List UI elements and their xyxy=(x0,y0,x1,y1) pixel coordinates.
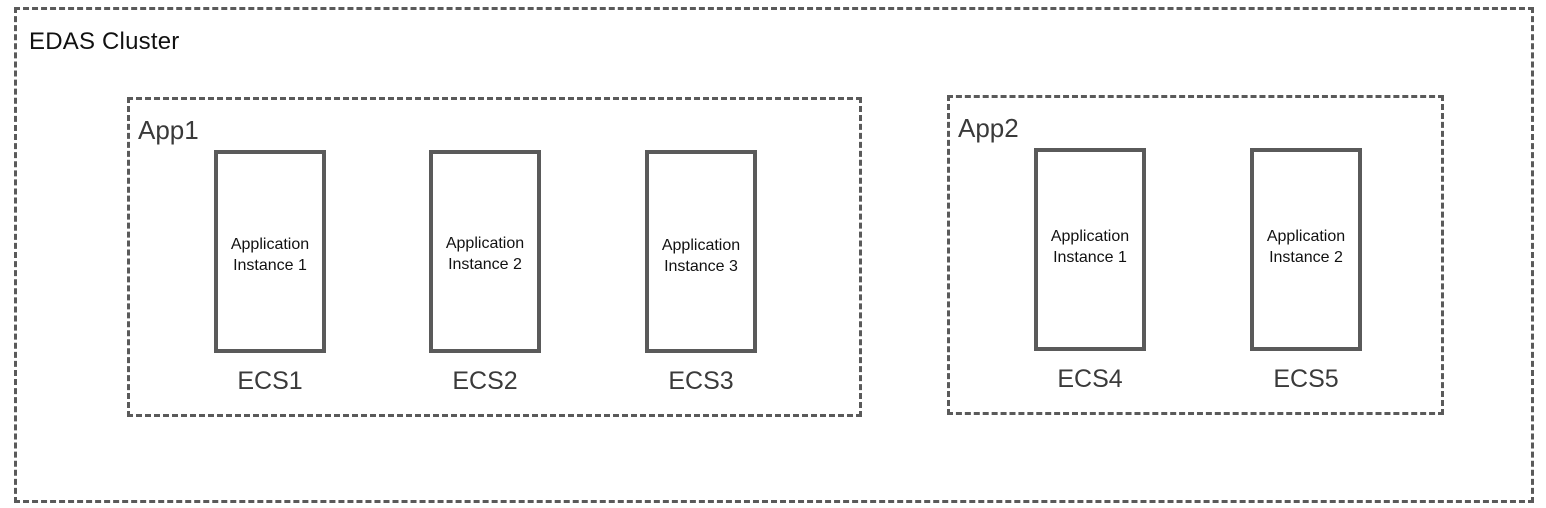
instance-label-line2: Instance 1 xyxy=(1053,249,1127,266)
instance-label-line2: Instance 1 xyxy=(233,257,307,274)
ecs2-label: ECS2 xyxy=(452,367,518,395)
ecs4-node: Application Instance 1 ECS4 xyxy=(1034,148,1146,394)
app2-title: App2 xyxy=(958,113,1019,143)
ecs1-label: ECS1 xyxy=(237,367,303,395)
cluster-title: EDAS Cluster xyxy=(29,28,180,55)
instance-label-line2: Instance 2 xyxy=(448,256,522,273)
app1-title: App1 xyxy=(138,115,199,145)
ecs3-node: Application Instance 3 ECS3 xyxy=(645,150,757,396)
instance-label: Application Instance 2 xyxy=(433,233,537,275)
instance-label: Application Instance 3 xyxy=(649,235,753,277)
instance-label-line1: Application xyxy=(661,237,741,254)
application-instance-box: Application Instance 1 xyxy=(214,150,326,353)
instance-label: Application Instance 1 xyxy=(218,234,322,276)
application-instance-box: Application Instance 2 xyxy=(1250,148,1362,351)
instance-label-line1: Application xyxy=(445,235,525,252)
app2-group: App2 xyxy=(947,95,1444,415)
instance-label: Application Instance 2 xyxy=(1254,226,1358,268)
instance-label-line1: Application xyxy=(1266,228,1346,245)
instance-label-line1: Application xyxy=(230,236,310,253)
application-instance-box: Application Instance 1 xyxy=(1034,148,1146,351)
instance-label-line1: Application xyxy=(1050,228,1130,245)
ecs3-label: ECS3 xyxy=(668,367,734,395)
instance-label-line2: Instance 3 xyxy=(664,258,738,275)
app1-group: App1 xyxy=(127,97,862,417)
application-instance-box: Application Instance 3 xyxy=(645,150,757,353)
edas-cluster-boundary: EDAS Cluster xyxy=(14,7,1534,503)
ecs4-label: ECS4 xyxy=(1057,365,1123,393)
ecs1-node: Application Instance 1 ECS1 xyxy=(214,150,326,396)
ecs2-node: Application Instance 2 ECS2 xyxy=(429,150,541,396)
instance-label: Application Instance 1 xyxy=(1038,226,1142,268)
ecs5-node: Application Instance 2 ECS5 xyxy=(1250,148,1362,394)
ecs5-label: ECS5 xyxy=(1273,365,1339,393)
instance-label-line2: Instance 2 xyxy=(1269,249,1343,266)
application-instance-box: Application Instance 2 xyxy=(429,150,541,353)
